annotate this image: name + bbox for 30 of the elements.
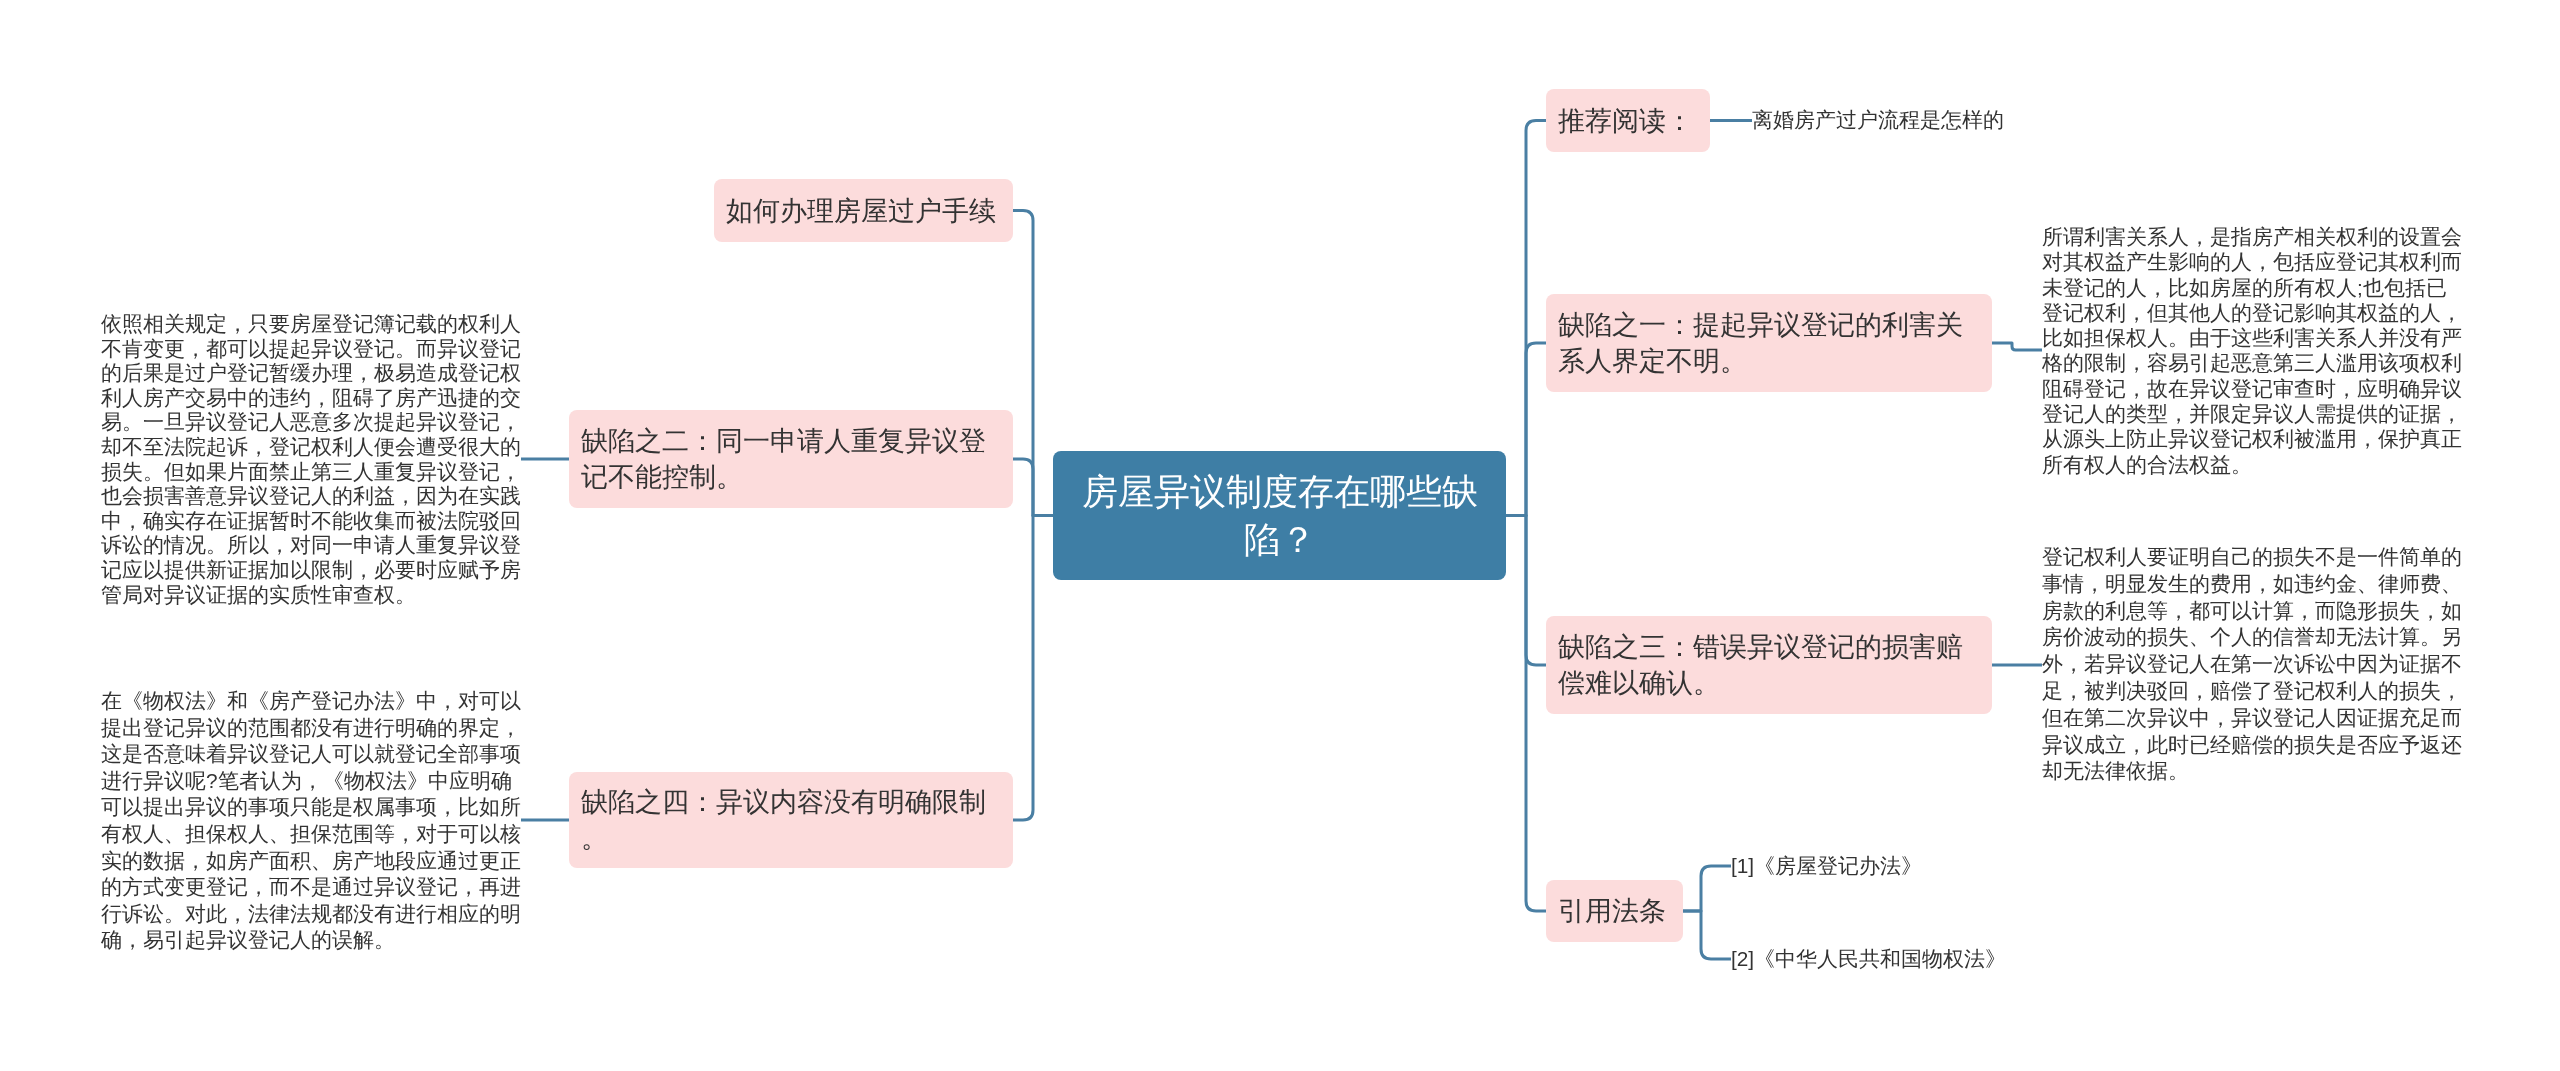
connector-line — [521, 818, 569, 822]
link-text: [2]《中华人民共和国物权法》 — [1731, 946, 2007, 972]
branch-text: 缺陷之一：提起异议登记的利害关系人界定不明。 — [1558, 309, 1964, 378]
branch-box — [1546, 89, 1710, 152]
note-text: 登记权利人要证明自己的损失不是一件简单的事情，明显发生的费用，如违约金、律师费、房款的利息等，都可以计算，而隐形损失，如房价波动的损失、个人的信誉却无法计算。另外，若异议登记人在第一次诉讼中因为证据不足，被判决驳回，赔偿了登记权利人的损失，但在第二次异议中，异议登记人因证据充足而异议成立，此时已经赔偿的损失是否应予返还却无法律依据。 — [2042, 544, 2462, 785]
link-text: 离婚房产过户流程是怎样的 — [1752, 107, 2004, 133]
branch-box — [1546, 294, 1992, 392]
branch-text: 缺陷之三：错误异议登记的损害赔偿难以确认。 — [1558, 631, 1964, 700]
branch-text: 如何办理房屋过户手续 — [726, 194, 997, 228]
branch-text: 缺陷之二：同一申请人重复异议登记不能控制。 — [581, 425, 987, 494]
connector-line — [521, 457, 569, 461]
note-text: 所谓利害关系人，是指房产相关权利的设置会对其权益产生影响的人，包括应登记其权利而未登记的人，比如房屋的所有权人;也包括已登记权利，但其他人的登记影响其权益的人，比如担保权人。由于这些利害关系人并没有严格的限制，容易引起恶意第三人滥用该项权利阻碍登记，故在异议登记审查时，应明确异议登记人的类型，并限定异议人需提供的证据，从源头上防止异议登记权利被滥用，保护真正所有权人的合法权益。 — [2042, 223, 2462, 477]
link-text: [1]《房屋登记办法》 — [1731, 853, 1923, 879]
branch-box — [569, 410, 1013, 508]
connector-line — [1992, 341, 2042, 352]
connector-line — [1506, 514, 1546, 913]
connector-line — [1710, 119, 1752, 122]
branch-box — [569, 772, 1013, 868]
note-text: 在《物权法》和《房产登记办法》中，对可以提出登记异议的范围都没有进行明确的界定，这是否意味着异议登记人可以就登记全部事项进行异议呢?笔者认为，《物权法》中应明确可以提出异议的事项只能是权属事项，比如所有权人、担保权人、担保范围等，对于可以核实的数据，如房产面积、房产地段应通过更正的方式变更登记，而不是通过异议登记，再进行诉讼。对此，法律法规都没有进行相应的明确，易引起异议登记人的误解。 — [101, 688, 521, 954]
branch-box — [714, 179, 1013, 242]
branch-text: 引用法条 — [1558, 895, 1667, 928]
connector-line — [1013, 514, 1053, 822]
branch-box — [1546, 880, 1683, 942]
topic-text: 房屋异议制度存在哪些缺陷？ — [1080, 469, 1479, 562]
branch-box — [1546, 616, 1992, 714]
connector-line — [1992, 663, 2042, 667]
topic-box — [1053, 451, 1506, 580]
branch-text: 推荐阅读： — [1558, 104, 1694, 138]
branch-text: 缺陷之四：异议内容没有明确限制。 — [581, 786, 987, 855]
note-text: 依照相关规定，只要房屋登记簿记载的权利人不肯变更，都可以提起异议登记。而异议登记的后果是过户登记暂缓办理，极易造成登记权利人房产交易中的违约，阻碍了房产迅捷的交易。一旦异议登记人恶意多次提起异议登记，却不至法院起诉，登记权利人便会遭受很大的损失。但如果片面禁止第三人重复异议登记，也会损害善意异议登记人的利益，因为在实践中，确实存在证据暂时不能收集而被法院驳回诉讼的情况。所以，对同一申请人重复异议登记应以提供新证据加以限制，必要时应赋予房管局对异议证据的实质性审查权。 — [101, 312, 521, 608]
